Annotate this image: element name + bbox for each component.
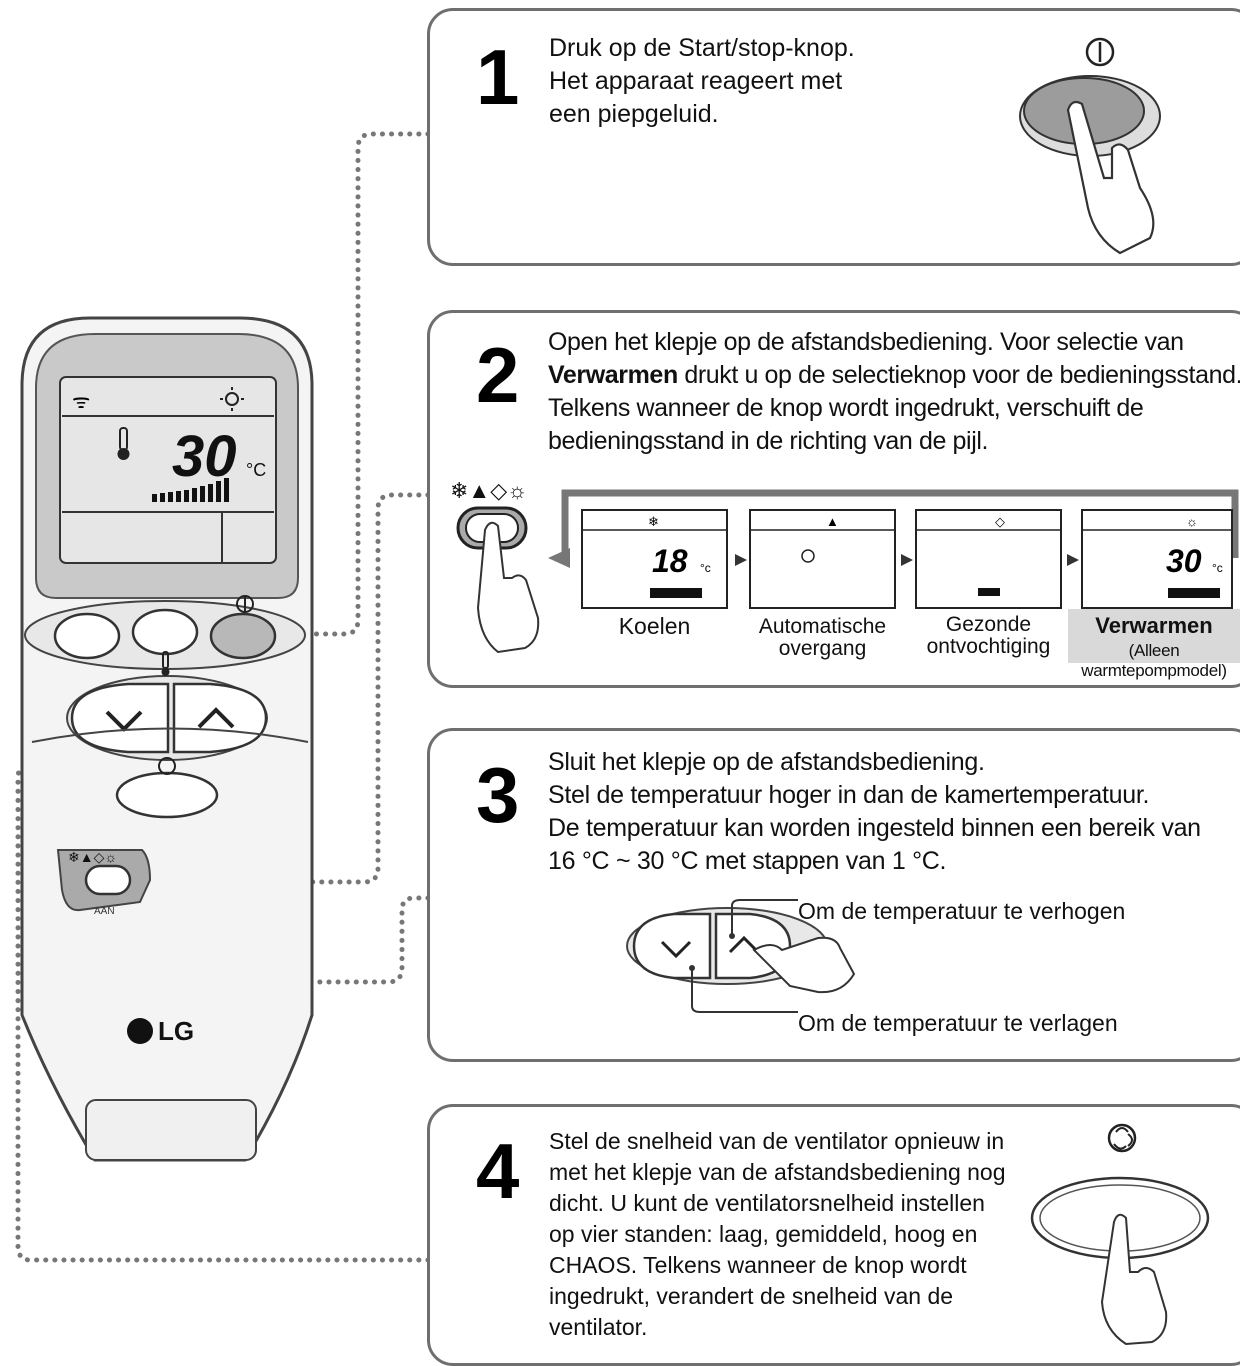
door-label: AAN [94,906,115,917]
mode-label-heat: Verwarmen (Alleen warmtepompmodel) [1068,609,1240,680]
fan-icon-large [1107,1123,1137,1153]
fan-speed-button[interactable] [115,771,219,819]
mode-select-button[interactable] [84,864,132,896]
step-3-box [427,728,1240,1062]
fan-button-illustration [1030,1123,1210,1346]
svg-text:18: 18 [652,543,688,579]
display-unit: °C [246,460,266,480]
power-icon [236,595,254,613]
mode-icons-small: ❄▲◇☼ [68,849,117,865]
step-1-number: 1 [476,33,520,121]
lcd-heat: ☼ 30 °c [1081,509,1233,609]
svg-text:30: 30 [1166,543,1202,579]
remote-control: ᯤ 30 °C ❄▲◇☼ AAN LG [20,316,314,1162]
step-4-text: Stel de snelheid van de ventilator opnie… [549,1128,1006,1340]
start-stop-button[interactable] [209,612,277,660]
fan-icon [158,757,176,775]
lg-logo-icon [127,1018,153,1044]
step-3-number: 3 [476,751,520,839]
lcd-auto: ▲ [749,509,896,609]
fan-speed-bars [152,478,229,502]
step-1-text: Druk op de Start/stop-knop. Het apparaat… [549,34,855,128]
wifi-icon: ᯤ [72,391,90,413]
mode-cycle-illustration: ❄▲◇☼ ❄ 18 °c ▲ ◇ ☼ 30 °c [450,478,1239,654]
callout-temp-up: Om de temperatuur te verhogen [798,898,1126,924]
svg-text:°c: °c [1212,561,1223,575]
thermometer-icon [117,427,130,460]
lcd-dry: ◇ [915,509,1062,609]
svg-text:◇: ◇ [995,514,1005,529]
lcd-cool: ❄ 18 °c [581,509,728,609]
jet-mode-button[interactable] [131,608,199,656]
step-3-text: Sluit het klepje op de afstandsbediening… [548,748,1201,875]
callout-temp-down: Om de temperatuur te verlagen [798,1010,1118,1036]
connector-lines [15,131,431,1263]
svg-text:❄: ❄ [648,514,659,529]
svg-text:☼: ☼ [1186,514,1198,529]
mode-label-cool: Koelen [618,613,691,639]
brand-logo: LG [158,1016,194,1046]
temp-up-button[interactable] [172,682,268,754]
step-4-number: 4 [476,1127,520,1215]
temp-down-button[interactable] [70,682,170,754]
svg-text:°c: °c [700,561,711,575]
thermometer-icon-small [161,651,170,676]
step-2-number: 2 [476,331,520,419]
swing-button[interactable] [53,612,121,660]
svg-text:▲: ▲ [826,514,839,529]
sun-icon [225,392,239,406]
mode-icons: ❄▲◇☼ [450,478,527,503]
start-stop-illustration [1019,37,1161,255]
temp-buttons-illustration [626,899,856,1013]
step-2-text: Open het klepje op de afstandsbediening.… [548,328,1240,455]
